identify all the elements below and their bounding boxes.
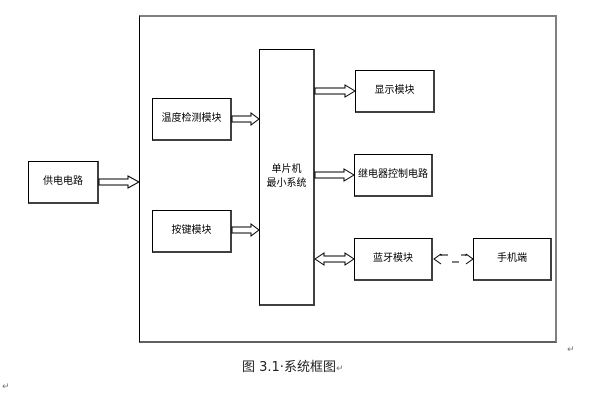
bluetooth-module-label: 蓝牙模块 <box>373 253 413 264</box>
phone-label: 手机端 <box>497 253 527 264</box>
temperature-module-label: 温度检测模块 <box>161 113 222 124</box>
figure-caption: 图 3.1·系统框图↵ <box>242 356 344 375</box>
bluetooth-module-box: 蓝牙模块 <box>354 238 433 281</box>
key-module-box: 按键模块 <box>152 210 232 253</box>
relay-control-box: 继电器控制电路 <box>354 154 433 197</box>
paragraph-mark: ↵ <box>567 345 575 355</box>
mcu-system-box: 单片机 最小系统 <box>259 49 315 306</box>
display-module-label: 显示模块 <box>374 85 415 96</box>
power-supply-box: 供电电路 <box>28 161 99 204</box>
mcu-label-line2: 最小系统 <box>266 178 307 189</box>
temperature-module-box: 温度检测模块 <box>152 98 232 141</box>
mcu-label-line1: 单片机 <box>271 164 302 175</box>
display-module-box: 显示模块 <box>355 70 435 113</box>
system-boundary-frame <box>139 15 557 343</box>
phone-box: 手机端 <box>473 238 552 281</box>
paragraph-mark: ↵ <box>2 382 10 392</box>
figure-caption-text: 图 3.1·系统框图 <box>242 360 336 375</box>
power-supply-label: 供电电路 <box>43 176 83 187</box>
relay-control-label: 继电器控制电路 <box>358 169 428 180</box>
arrow-power-to-system <box>98 175 141 189</box>
key-module-label: 按键模块 <box>171 225 212 236</box>
caption-paragraph-mark: ↵ <box>335 364 344 374</box>
